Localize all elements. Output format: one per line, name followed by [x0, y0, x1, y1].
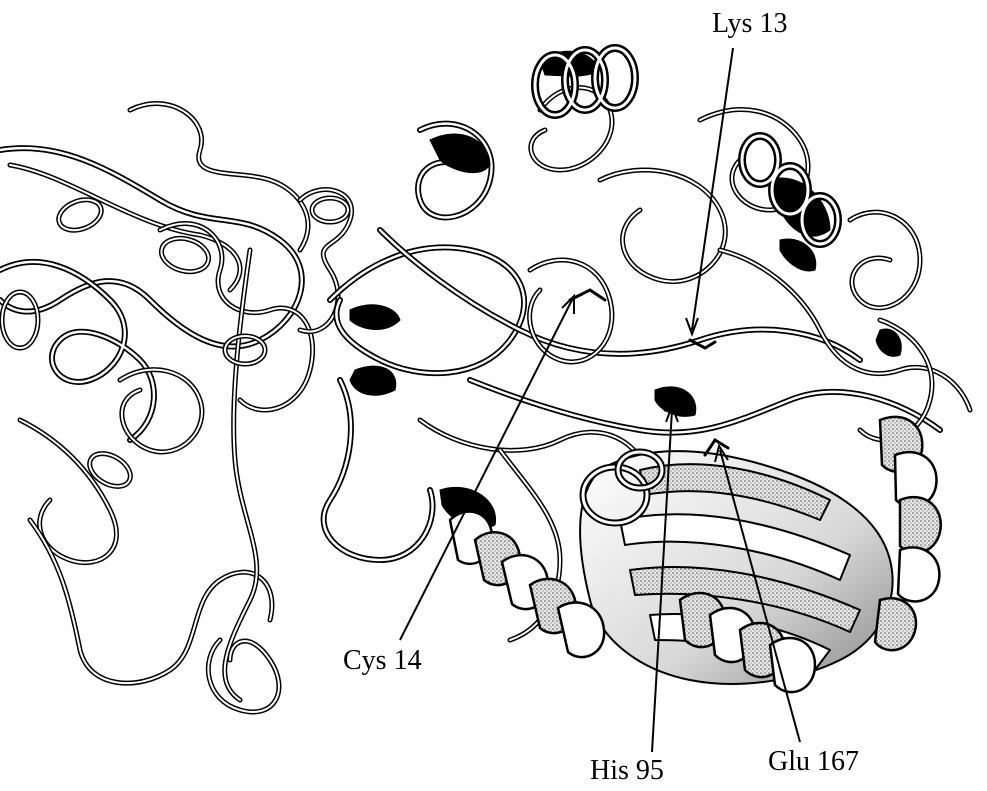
label-his-95: His 95 [590, 757, 664, 785]
label-glu-167: Glu 167 [768, 748, 859, 776]
label-lys-13: Lys 13 [712, 10, 787, 38]
left-domain-coils [0, 104, 352, 712]
label-cys-14: Cys 14 [343, 647, 422, 675]
alpha-helix-right-edge [875, 417, 941, 650]
pointer-line-lys [692, 48, 733, 330]
pointer-arrow-cys [562, 296, 574, 314]
